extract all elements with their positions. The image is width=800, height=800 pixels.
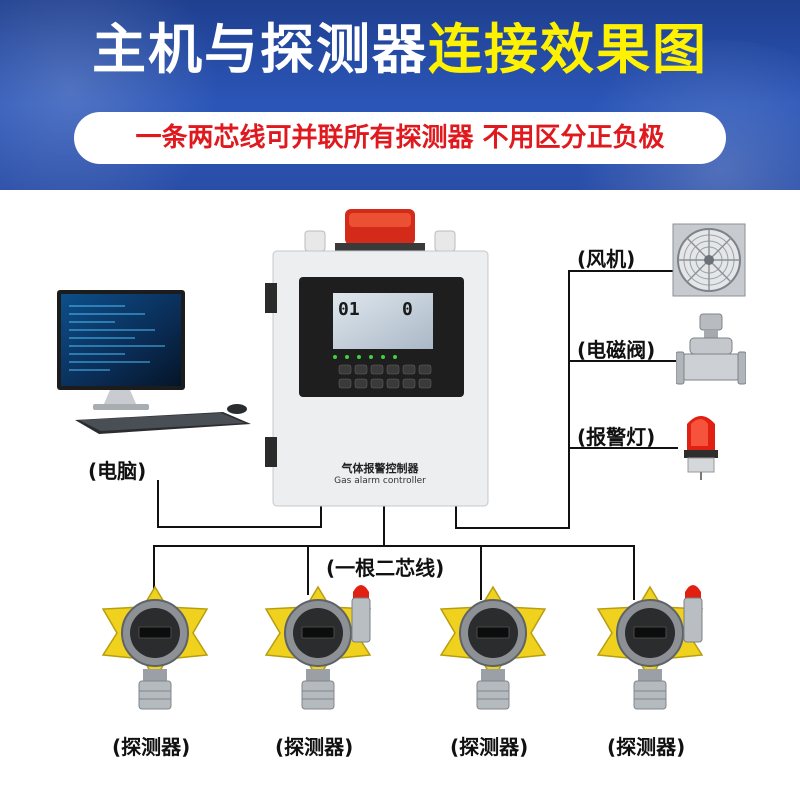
detector-label: (探测器) bbox=[607, 731, 685, 760]
controller-label-cn: 气体报警控制器 bbox=[330, 460, 430, 476]
title-white-part: 主机与探测器 bbox=[92, 18, 428, 81]
lcd-reading-right: 0 bbox=[402, 299, 413, 320]
detector-label: (探测器) bbox=[275, 731, 353, 760]
gas-detector-icon bbox=[433, 583, 553, 723]
wire-computer-bus bbox=[157, 526, 322, 528]
detector-label: (探测器) bbox=[450, 731, 528, 760]
gas-detector bbox=[95, 583, 215, 723]
valve-label: (电磁阀) bbox=[577, 334, 655, 363]
alarm-light-label: (报警灯) bbox=[577, 421, 655, 450]
gas-detector bbox=[433, 583, 553, 723]
wire-controller-center bbox=[383, 505, 385, 547]
detector-beacon-icon bbox=[350, 578, 372, 644]
subtitle: 一条两芯线可并联所有探测器 不用区分正负极 bbox=[74, 112, 726, 164]
solenoid-valve-icon bbox=[676, 312, 746, 392]
wire-output-vertical bbox=[568, 270, 570, 529]
wire-detector-bus bbox=[153, 545, 635, 547]
header-banner: 主机与探测器连接效果图 一条两芯线可并联所有探测器 不用区分正负极 bbox=[0, 0, 800, 190]
wire-computer-down bbox=[157, 480, 159, 527]
alarm-light-icon bbox=[678, 410, 724, 482]
controller-label-en: Gas alarm controller bbox=[330, 476, 430, 486]
cable-label: (一根二芯线) bbox=[326, 552, 444, 581]
page-title: 主机与探测器连接效果图 bbox=[0, 18, 800, 82]
detector-beacon-icon bbox=[682, 578, 704, 644]
title-yellow-part: 连接效果图 bbox=[428, 18, 708, 81]
fan-icon bbox=[672, 223, 746, 297]
wire-output-bus-h bbox=[455, 527, 570, 529]
computer-label: (电脑) bbox=[88, 455, 146, 484]
subtitle-text: 一条两芯线可并联所有探测器 不用区分正负极 bbox=[135, 123, 664, 153]
computer-icon bbox=[55, 288, 255, 448]
fan-label: (风机) bbox=[577, 243, 635, 272]
lcd-reading-left: 01 bbox=[338, 299, 360, 320]
detector-label: (探测器) bbox=[112, 731, 190, 760]
gas-detector-icon bbox=[95, 583, 215, 723]
